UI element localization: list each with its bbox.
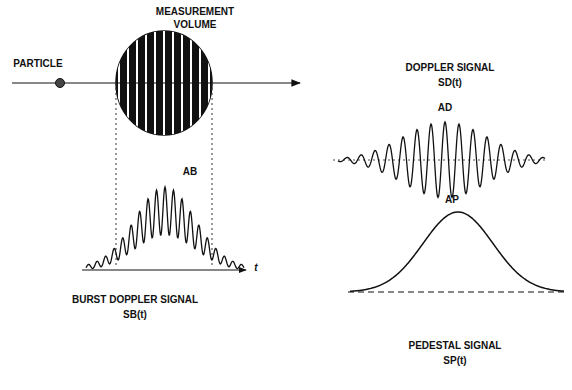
signal-symbol: SB(t) [105, 309, 165, 322]
fringe [118, 28, 120, 140]
fringe [199, 28, 201, 140]
amplitude-label: AD [425, 102, 465, 115]
volume-label: MEASUREMENT VOLUME [152, 6, 238, 31]
amplitude-label: AB [170, 166, 210, 179]
pedestal-signal-curve [350, 212, 564, 291]
fringe [172, 28, 174, 140]
burst-signal-curve [86, 187, 244, 269]
amplitude-label: AP [432, 194, 472, 207]
fringe [208, 28, 210, 140]
fringe [136, 28, 138, 140]
fringe [154, 28, 156, 140]
particle-label: PARTICLE [3, 58, 73, 71]
fringe [127, 28, 129, 140]
fringe-pattern [118, 28, 210, 140]
pedestal-baseline [348, 291, 566, 292]
particle-dot [56, 79, 65, 88]
doppler-signal-curve [338, 122, 545, 197]
projection-line [212, 83, 213, 268]
signal-title: PEDESTAL SIGNAL [390, 340, 520, 353]
time-axis [82, 270, 246, 271]
signal-title: BURST DOPPLER SIGNAL [50, 294, 220, 307]
fringe [163, 28, 165, 140]
signal-symbol: SP(t) [425, 355, 485, 368]
fringe [181, 28, 183, 140]
signal-title: DOPPLER SIGNAL [390, 62, 510, 75]
projection-line [116, 83, 117, 268]
axis-label: t [249, 262, 263, 275]
signal-symbol: SD(t) [420, 77, 480, 90]
fringe [190, 28, 192, 140]
fringe [145, 28, 147, 140]
